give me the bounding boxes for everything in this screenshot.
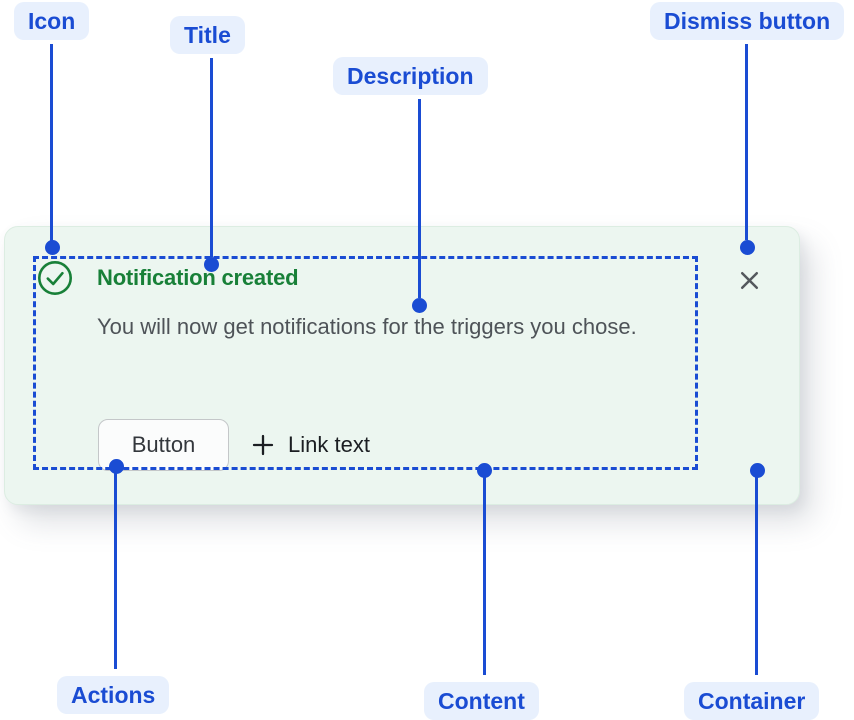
plus-icon [251,433,275,457]
notification-description: You will now get notifications for the t… [97,314,637,339]
annotation-label-content: Content [424,682,539,720]
content-connector-dot [477,463,492,478]
annotation-label-actions: Actions [57,676,170,714]
actions-connector-line [114,473,117,669]
annotation-label-icon: Icon [14,2,90,40]
icon-connector-line [50,44,53,241]
title-connector-line [210,58,213,257]
description-connector-dot [412,298,427,313]
container-connector-line [755,477,758,675]
action-link[interactable]: Link text [251,432,370,458]
dismiss-connector-line [745,44,748,240]
title-connector-dot [204,257,219,272]
notification-container: Notification created You will now get no… [4,226,800,505]
close-icon [737,268,762,293]
annotation-label-dismiss-button: Dismiss button [650,2,845,40]
success-check-icon [37,260,73,296]
dismiss-connector-dot [740,240,755,255]
content-connector-line [483,477,486,675]
actions-connector-dot [109,459,124,474]
action-link-label: Link text [288,432,370,457]
description-connector-line [418,99,421,298]
content-area-outline [33,256,698,470]
annotation-label-description: Description [333,57,488,95]
annotation-label-container: Container [684,682,820,720]
dismiss-button[interactable] [733,264,765,296]
notification-title: Notification created [97,265,299,290]
container-connector-dot [750,463,765,478]
icon-connector-dot [45,240,60,255]
annotation-label-title: Title [170,16,245,54]
